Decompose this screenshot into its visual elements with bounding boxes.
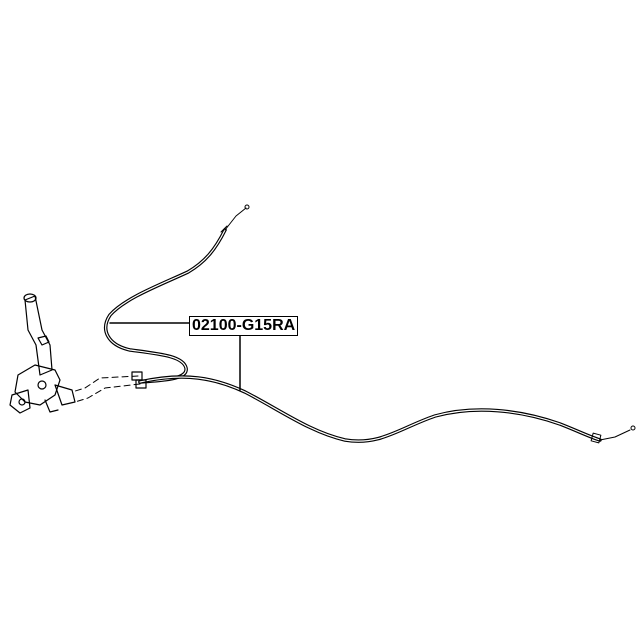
leader-lines — [109, 322, 241, 391]
part-number-label: 02100-G15RA — [189, 316, 299, 336]
cable-end-fitting — [135, 379, 147, 389]
dashed-connections — [71, 375, 141, 403]
upper-cable — [104, 204, 250, 384]
lower-cable — [138, 375, 636, 444]
hand-brake-lever — [9, 293, 76, 414]
